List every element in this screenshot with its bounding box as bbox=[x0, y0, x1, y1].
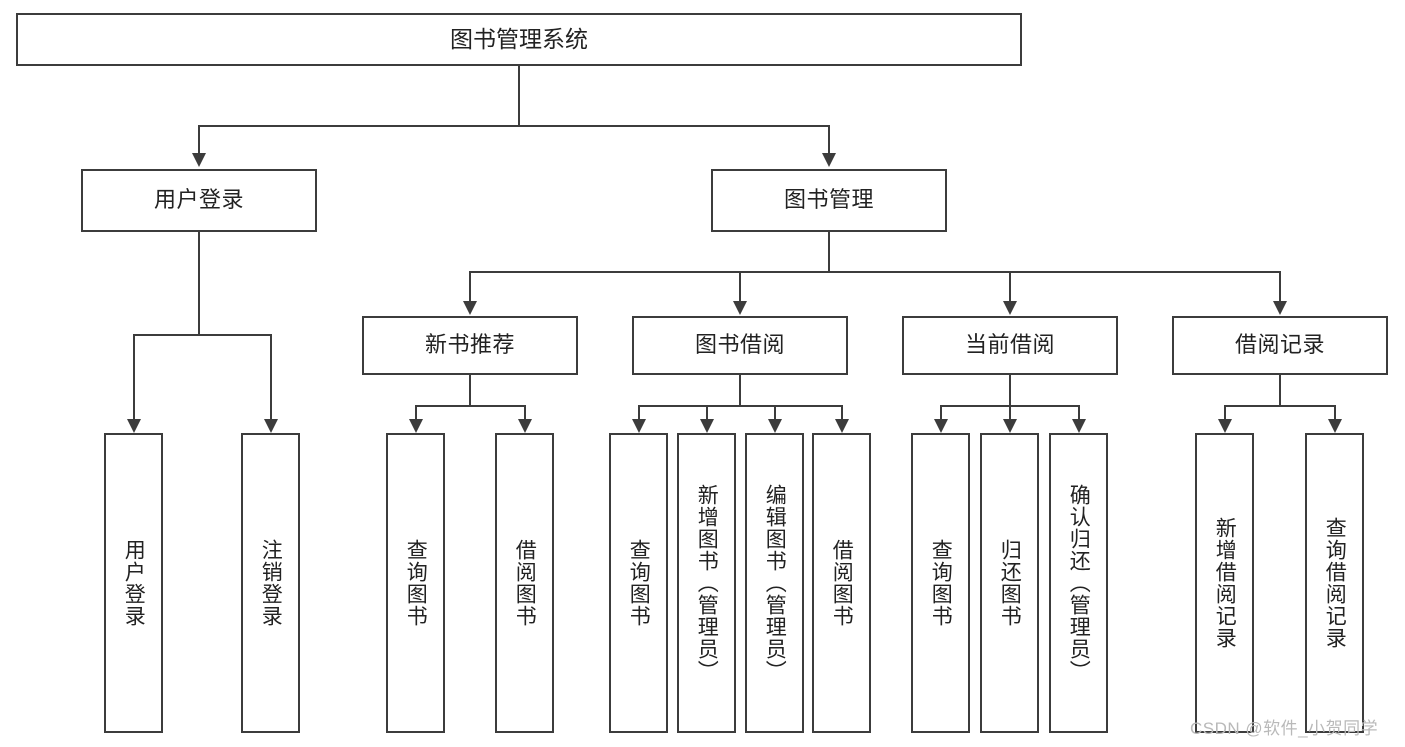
edge-user-login-to-leaf-2 bbox=[270, 334, 272, 421]
node-book-borrow[interactable]: 图书借阅 bbox=[632, 316, 848, 375]
edge-book-borrow-to-leaf-1 bbox=[638, 405, 640, 421]
edge-book-borrow-to-leaf-2 bbox=[706, 405, 708, 421]
node-current-borrow[interactable]: 当前借阅 bbox=[902, 316, 1118, 375]
arrow-new-book-to-leaf-1-icon bbox=[409, 419, 423, 433]
edge-root-to-book-manage bbox=[828, 125, 830, 155]
node-leaf-borrow-book-1[interactable]: 借阅图书 bbox=[495, 433, 554, 733]
edge-book-manage-to-new-book bbox=[469, 271, 471, 303]
arrow-book-manage-to-new-book-icon bbox=[463, 301, 477, 315]
edge-current-borrow-stem bbox=[1009, 375, 1011, 406]
csdn-watermark: CSDN @软件_小贺同学 bbox=[1190, 719, 1379, 738]
arrow-user-login-to-leaf-1-icon bbox=[127, 419, 141, 433]
node-leaf-query-book-1[interactable]: 查询图书 bbox=[386, 433, 445, 733]
arrow-book-borrow-to-leaf-4-icon bbox=[835, 419, 849, 433]
node-leaf-add-record[interactable]: 新增借阅记录 bbox=[1195, 433, 1254, 733]
node-leaf-borrow-book-2[interactable]: 借阅图书 bbox=[812, 433, 871, 733]
arrow-root-to-book-manage-icon bbox=[822, 153, 836, 167]
node-leaf-user-login[interactable]: 用户登录 bbox=[104, 433, 163, 733]
node-leaf-query-book-2[interactable]: 查询图书 bbox=[609, 433, 668, 733]
edge-user-login-stem bbox=[198, 232, 200, 335]
edge-book-manage-to-book-borrow bbox=[739, 271, 741, 303]
edge-book-manage-to-current-borrow bbox=[1009, 271, 1011, 303]
node-leaf-return-book[interactable]: 归还图书 bbox=[980, 433, 1039, 733]
edge-book-manage-stem bbox=[828, 232, 830, 272]
edge-user-login-to-leaf-1 bbox=[133, 334, 135, 421]
edge-borrow-record-stem bbox=[1279, 375, 1281, 406]
node-new-book-recommend[interactable]: 新书推荐 bbox=[362, 316, 578, 375]
edge-current-borrow-to-leaf-3 bbox=[1078, 405, 1080, 421]
edge-new-book-to-leaf-2 bbox=[524, 405, 526, 421]
edge-root-bus bbox=[198, 125, 830, 127]
node-book-manage[interactable]: 图书管理 bbox=[711, 169, 947, 232]
node-borrow-record[interactable]: 借阅记录 bbox=[1172, 316, 1388, 375]
arrow-book-borrow-to-leaf-1-icon bbox=[632, 419, 646, 433]
edge-book-manage-to-borrow-record bbox=[1279, 271, 1281, 303]
arrow-book-borrow-to-leaf-2-icon bbox=[700, 419, 714, 433]
arrow-book-manage-to-current-borrow-icon bbox=[1003, 301, 1017, 315]
edge-book-borrow-stem bbox=[739, 375, 741, 406]
arrow-book-borrow-to-leaf-3-icon bbox=[768, 419, 782, 433]
arrow-current-borrow-to-leaf-3-icon bbox=[1072, 419, 1086, 433]
node-leaf-edit-book[interactable]: 编辑图书（管理员） bbox=[745, 433, 804, 733]
edge-book-borrow-to-leaf-4 bbox=[841, 405, 843, 421]
edge-book-manage-bus bbox=[469, 271, 1281, 273]
node-user-login[interactable]: 用户登录 bbox=[81, 169, 317, 232]
node-leaf-add-book[interactable]: 新增图书（管理员） bbox=[677, 433, 736, 733]
node-leaf-query-record[interactable]: 查询借阅记录 bbox=[1305, 433, 1364, 733]
edge-current-borrow-to-leaf-1 bbox=[940, 405, 942, 421]
node-root-book-management-system[interactable]: 图书管理系统 bbox=[16, 13, 1022, 66]
edge-borrow-record-to-leaf-1 bbox=[1224, 405, 1226, 421]
edge-user-login-bus bbox=[133, 334, 272, 336]
arrow-current-borrow-to-leaf-1-icon bbox=[934, 419, 948, 433]
edge-root-to-user-login bbox=[198, 125, 200, 155]
arrow-book-manage-to-borrow-record-icon bbox=[1273, 301, 1287, 315]
edge-borrow-record-bus bbox=[1224, 405, 1336, 407]
arrow-borrow-record-to-leaf-2-icon bbox=[1328, 419, 1342, 433]
arrow-current-borrow-to-leaf-2-icon bbox=[1003, 419, 1017, 433]
arrow-borrow-record-to-leaf-1-icon bbox=[1218, 419, 1232, 433]
arrow-user-login-to-leaf-2-icon bbox=[264, 419, 278, 433]
node-leaf-query-book-3[interactable]: 查询图书 bbox=[911, 433, 970, 733]
edge-book-borrow-to-leaf-3 bbox=[774, 405, 776, 421]
edge-new-book-to-leaf-1 bbox=[415, 405, 417, 421]
arrow-book-manage-to-book-borrow-icon bbox=[733, 301, 747, 315]
arrow-new-book-to-leaf-2-icon bbox=[518, 419, 532, 433]
node-leaf-confirm-return[interactable]: 确认归还（管理员） bbox=[1049, 433, 1108, 733]
edge-book-borrow-bus bbox=[638, 405, 842, 407]
edge-new-book-bus bbox=[415, 405, 526, 407]
edge-new-book-stem bbox=[469, 375, 471, 406]
node-leaf-logout[interactable]: 注销登录 bbox=[241, 433, 300, 733]
edge-root-stem bbox=[518, 66, 520, 125]
arrow-root-to-user-login-icon bbox=[192, 153, 206, 167]
edge-borrow-record-to-leaf-2 bbox=[1334, 405, 1336, 421]
edge-current-borrow-to-leaf-2 bbox=[1009, 405, 1011, 421]
